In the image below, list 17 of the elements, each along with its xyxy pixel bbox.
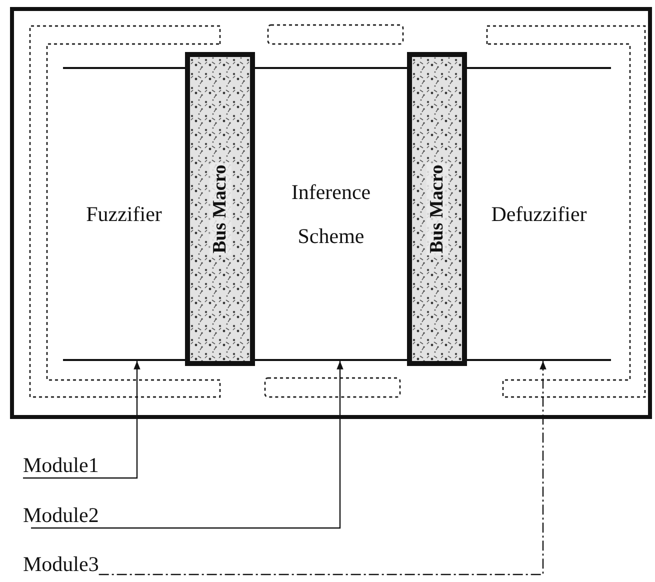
block-label: Inference Scheme bbox=[290, 178, 372, 250]
module-name: Module2 bbox=[23, 502, 99, 528]
function-block bbox=[255, 67, 407, 361]
block-label: Defuzzifier bbox=[490, 200, 588, 228]
module-name: Module3 bbox=[23, 552, 99, 576]
function-block bbox=[467, 67, 611, 361]
function-block bbox=[63, 67, 185, 361]
outer-frame bbox=[10, 7, 652, 419]
leader-arrow bbox=[31, 361, 344, 529]
vertical-label: Bus Macro bbox=[209, 162, 231, 256]
vertical-label: Bus Macro bbox=[426, 162, 448, 256]
leader-arrow bbox=[98, 361, 546, 576]
bus-macro-bar bbox=[185, 52, 255, 366]
module-name: Module1 bbox=[23, 452, 99, 478]
bus-macro-bar bbox=[407, 52, 467, 366]
leader-arrow bbox=[23, 361, 140, 479]
block-label: Fuzzifier bbox=[85, 200, 163, 228]
